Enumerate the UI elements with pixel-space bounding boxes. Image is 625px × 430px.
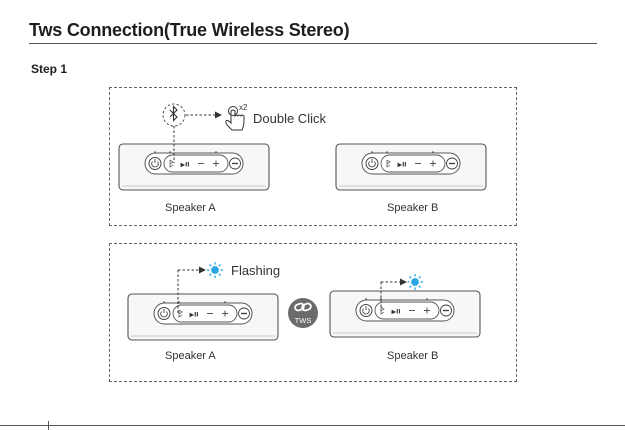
speaker-a-device-tws (128, 294, 278, 340)
flash-arrow-a-icon (199, 267, 206, 274)
speaker-b-label: Speaker B (387, 202, 438, 214)
speaker-b-label-tws: Speaker B (387, 350, 438, 362)
bluetooth-icon (163, 104, 185, 126)
tws-link-badge: TWS (288, 298, 318, 328)
speaker-b-device (336, 144, 486, 190)
speaker-a-label-tws: Speaker A (165, 350, 216, 362)
flashing-light-b-icon (408, 274, 424, 290)
flashing-label: Flashing (231, 263, 280, 278)
footer-divider (0, 425, 625, 426)
flash-arrow-b-icon (400, 279, 407, 286)
arrow-head-icon (215, 112, 222, 119)
multiplier-label: x2 (239, 103, 248, 112)
flashing-light-a-icon (207, 262, 223, 278)
footer-tick (48, 421, 49, 430)
speaker-a-device (119, 144, 269, 190)
speaker-b-device-tws (330, 291, 480, 337)
speaker-a-label: Speaker A (165, 202, 216, 214)
double-click-label: Double Click (253, 111, 326, 126)
tws-badge-label: TWS (295, 316, 312, 325)
